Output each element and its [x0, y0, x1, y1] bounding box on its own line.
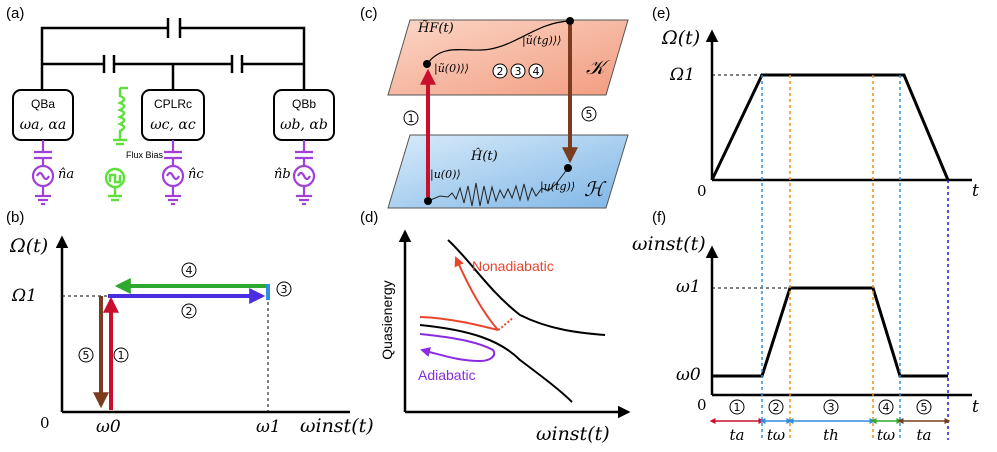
panel-c: (c) H̃F(t) |ũ(0)⟩⟩ |ũ(tg)⟩⟩ 𝒦 Ĥ(t) |u(0)…: [360, 5, 629, 209]
svg-text:3: 3: [515, 65, 522, 78]
d-ylabel: Quasienergy: [379, 280, 395, 359]
c-u0t: |ũ(0)⟩⟩: [434, 62, 469, 76]
c-step-markers: 1 2 3 4 5: [403, 63, 597, 126]
nonadiabatic-path: [454, 256, 499, 331]
e-zero: 0: [697, 182, 707, 200]
svg-text:5: 5: [83, 349, 90, 362]
c-u0: |u(0)⟩: [430, 168, 461, 182]
panel-a: (a) QBa ωa, αa CPLRc ωc, αc QBb ωb, αb n…: [6, 5, 335, 206]
e-ylabel: Ω(t): [661, 27, 700, 49]
b-w0: ω0: [96, 417, 121, 437]
svg-text:4: 4: [186, 264, 193, 277]
drive-a-label: n̂a: [58, 167, 74, 182]
svg-text:2: 2: [773, 401, 780, 414]
f-zero: 0: [697, 396, 707, 414]
c-hf: H̃F(t): [417, 20, 454, 36]
svg-text:4: 4: [883, 401, 890, 414]
drive-b-label: n̂b: [274, 167, 291, 182]
panel-e-label: (e): [652, 5, 670, 22]
b-xlabel: ωinst(t): [300, 415, 374, 437]
svg-text:2: 2: [497, 65, 504, 78]
e-xlabel: t: [972, 181, 979, 201]
drive-c-label: n̂c: [188, 167, 204, 182]
svg-text:2: 2: [186, 305, 193, 318]
panel-b-label: (b): [6, 209, 24, 226]
drive-b: [292, 140, 316, 206]
adiabatic-path: [419, 333, 496, 363]
panel-e: (e) Ω(t) Ω1 0 t: [652, 5, 979, 201]
b-omega1: Ω1: [11, 286, 37, 306]
svg-text:1: 1: [118, 349, 125, 362]
e-omega1: Ω1: [669, 65, 695, 85]
noisy-path: [427, 167, 569, 207]
d-xlabel: ωinst(t): [536, 423, 610, 445]
qbb-name: QBb: [292, 97, 316, 111]
panel-d: (d) Quasienergy ωinst(t) Nonadiabatic Ad…: [360, 209, 631, 445]
svg-text:tω: tω: [877, 426, 895, 444]
drive-a: [31, 140, 55, 206]
cplr-name: CPLRc: [154, 97, 192, 111]
svg-text:1: 1: [734, 401, 741, 414]
nonadiabatic-label: Nonadiabatic: [472, 258, 554, 274]
b-step-markers: 1 2 3 4 5: [78, 262, 292, 363]
svg-text:4: 4: [533, 65, 540, 78]
e-pulse: [710, 73, 950, 181]
f-segment-durations: ta tω th tω ta: [730, 426, 932, 444]
qba-name: QBa: [31, 97, 55, 111]
f-frequency-trajectory: [712, 286, 948, 378]
svg-text:th: th: [823, 426, 839, 444]
flux-bias-line: [104, 86, 128, 202]
panel-c-label: (c): [360, 5, 378, 22]
drive-c: [161, 140, 185, 206]
f-w1: ω1: [676, 277, 701, 297]
svg-text:3: 3: [828, 401, 835, 414]
panel-b: (b) Ω(t) Ω1 0 ω0 ω1 ωinst(t) 1 2 3 4 5: [6, 209, 374, 437]
d-upper-branch: [447, 239, 606, 336]
svg-text:tω: tω: [767, 426, 785, 444]
panel-d-label: (d): [360, 209, 378, 226]
svg-text:5: 5: [586, 108, 593, 121]
b-ylabel: Ω(t): [9, 235, 48, 257]
floquet-path: [426, 20, 571, 65]
panel-f-label: (f): [652, 209, 666, 226]
f-w0: ω0: [676, 365, 701, 385]
c-H: ℋ: [584, 177, 607, 201]
cplr-params: ωc, αc: [150, 117, 196, 133]
qbb-params: ωb, αb: [280, 117, 328, 133]
c-utg: |ũ(tg)⟩⟩: [522, 34, 561, 48]
panel-a-label: (a): [6, 5, 24, 22]
d-lower-branch: [419, 324, 573, 403]
qba-params: ωa, αa: [20, 117, 66, 133]
svg-text:1: 1: [408, 112, 415, 125]
svg-text:ta: ta: [730, 426, 745, 444]
svg-text:ta: ta: [917, 426, 932, 444]
b-w1: ω1: [256, 417, 281, 437]
c-utg2: |u(tg)⟩: [540, 180, 575, 194]
c-ht: Ĥ(t): [470, 148, 498, 164]
panel-f: (f) ωinst(t) ω1 ω0 0 t 1 2 3 4 5 ta tω: [632, 75, 979, 444]
f-segment-markers: 1 2 3 4 5: [729, 399, 932, 415]
svg-text:5: 5: [921, 401, 928, 414]
outer-bus: [40, 26, 306, 90]
svg-text:3: 3: [281, 283, 288, 296]
b-zero: 0: [40, 414, 50, 432]
f-xlabel: t: [972, 397, 979, 417]
flux-bias-label: Flux Bias: [126, 150, 164, 160]
adiabatic-label: Adiabatic: [418, 367, 476, 383]
f-ylabel: ωinst(t): [632, 233, 706, 255]
